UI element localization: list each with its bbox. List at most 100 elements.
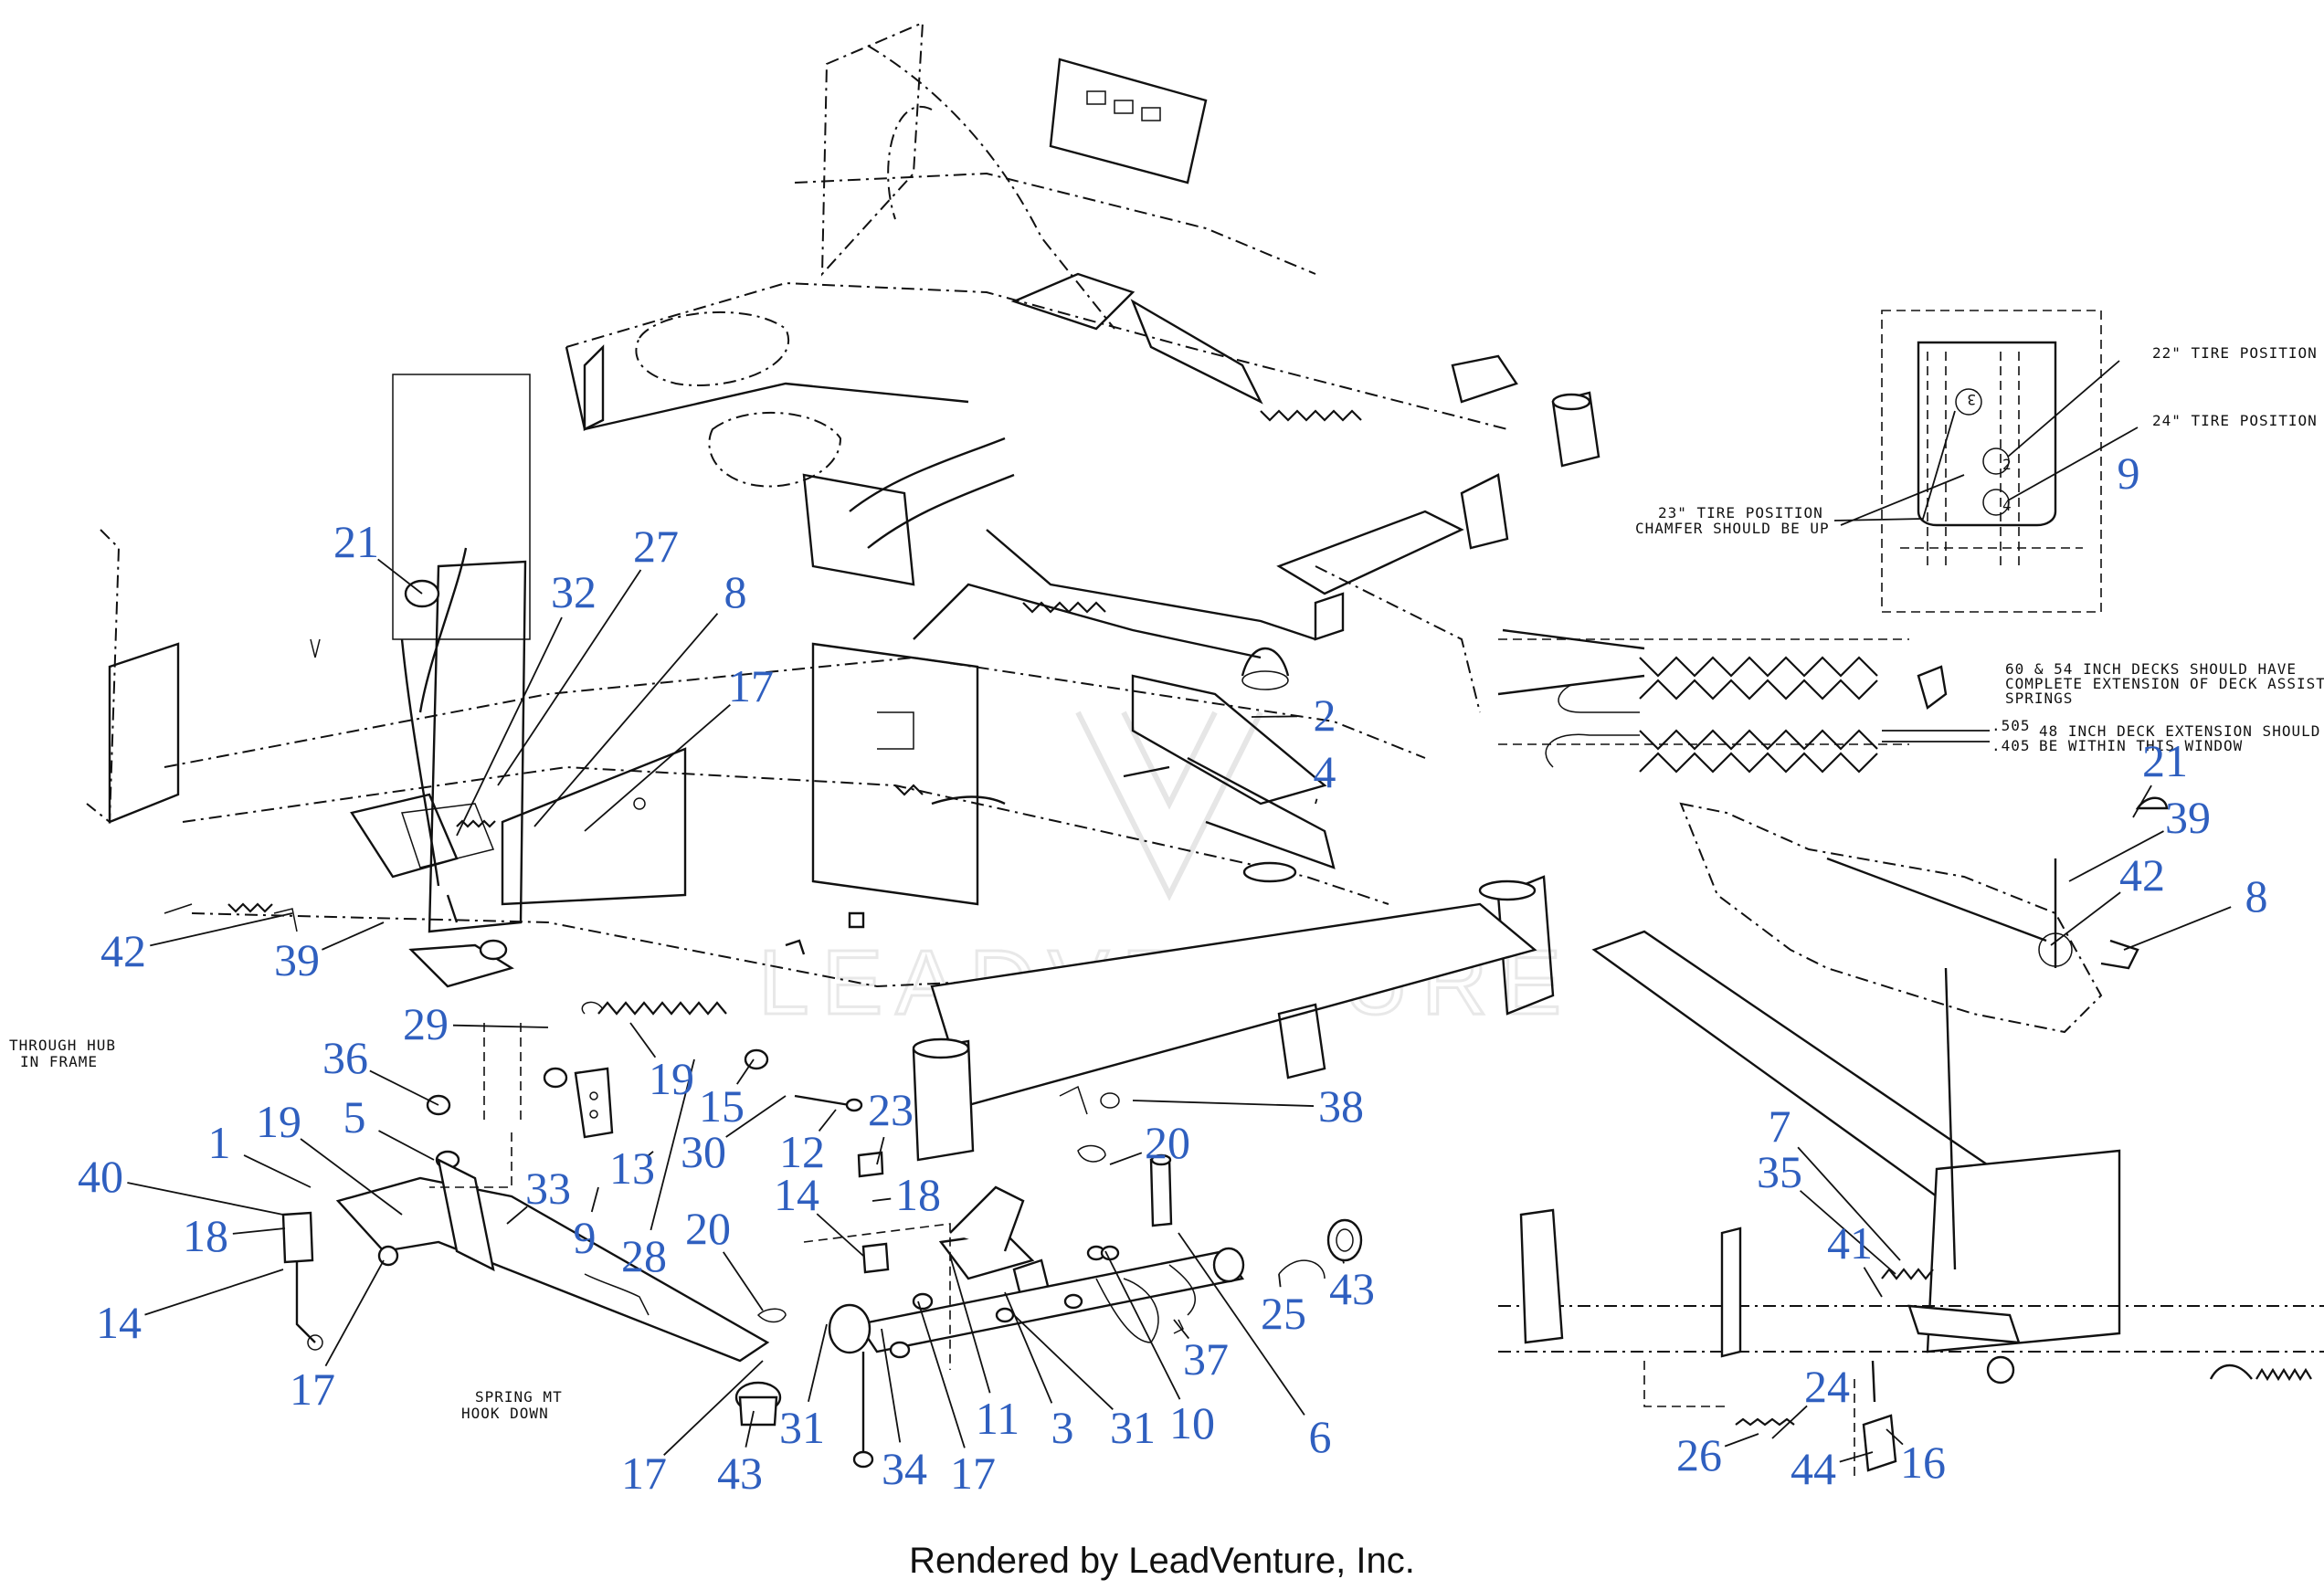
callout-c21a: 21 <box>333 516 379 567</box>
note-deck-60-54: 60 & 54 INCH DECKS SHOULD HAVE <box>2005 660 2297 678</box>
notes: 22" TIRE POSITION 24" TIRE POSITION 23" … <box>9 344 2324 1422</box>
callout-c2: 2 <box>1314 690 1336 741</box>
note-through-hub: THROUGH HUB <box>9 1037 116 1054</box>
leader-c17d <box>663 1360 764 1456</box>
note-deck-48-2: BE WITHIN THIS WINDOW <box>2039 737 2243 754</box>
leader-c34 <box>881 1328 902 1443</box>
leader-c8a <box>533 613 719 827</box>
callout-c9a: 9 <box>574 1212 597 1263</box>
callout-c12: 12 <box>779 1126 825 1177</box>
note-hook-down: HOOK DOWN <box>461 1405 549 1422</box>
leader-c18a <box>232 1227 286 1235</box>
callout-c28: 28 <box>621 1230 667 1281</box>
leader-c4 <box>1315 798 1318 805</box>
callout-c24: 24 <box>1804 1361 1850 1412</box>
callout-c13: 13 <box>609 1142 655 1194</box>
callout-c6: 6 <box>1309 1411 1332 1462</box>
note-tire-23: 23" TIRE POSITION <box>1658 504 1823 521</box>
leader-c25 <box>1278 1273 1282 1288</box>
leader-c36 <box>369 1069 439 1106</box>
callout-c17c: 17 <box>950 1448 996 1499</box>
leader-c19a <box>629 1022 657 1058</box>
leader-c16 <box>1886 1428 1904 1446</box>
leader-c19b <box>300 1138 403 1216</box>
leader-c10 <box>1104 1250 1181 1400</box>
leader-c15 <box>736 1058 755 1085</box>
callout-c4: 4 <box>1314 746 1336 797</box>
note-tire-24: 24" TIRE POSITION <box>2152 412 2318 429</box>
leader-c41 <box>1863 1267 1883 1298</box>
leader-c24 <box>1771 1405 1808 1439</box>
leader-c31a <box>1013 1314 1114 1410</box>
lower-linkage-assembly <box>281 939 1363 1469</box>
callout-c17b: 17 <box>290 1364 335 1415</box>
lift-detail-inset <box>1498 930 2324 1479</box>
leader-c8b <box>2123 906 2232 951</box>
leader-c29 <box>452 1024 549 1028</box>
dim-405: .405 <box>1991 737 2031 754</box>
callout-c3: 3 <box>1051 1402 1074 1453</box>
callout-c8a: 8 <box>724 566 747 617</box>
callout-c26: 26 <box>1676 1429 1722 1480</box>
callout-c31a: 31 <box>1110 1402 1156 1453</box>
leader-c6 <box>1178 1232 1305 1416</box>
callout-c21b: 21 <box>2142 735 2188 786</box>
callout-c11: 11 <box>976 1393 1019 1444</box>
leader-c2 <box>1251 715 1298 718</box>
callout-c5: 5 <box>343 1091 366 1142</box>
leader-c31b <box>808 1323 828 1403</box>
leader-c32 <box>456 616 563 837</box>
leader-c23 <box>876 1136 885 1165</box>
deck-spring-inset <box>1497 628 1990 774</box>
leader-c17b <box>324 1259 385 1367</box>
callout-c39b: 39 <box>2165 792 2211 843</box>
leader-c43b <box>745 1410 755 1448</box>
pedal-detail-inset <box>1679 796 2169 1034</box>
callout-c30: 30 <box>681 1126 726 1177</box>
callout-c25: 25 <box>1261 1288 1306 1339</box>
leader-c1 <box>243 1154 312 1188</box>
callout-c15: 15 <box>699 1080 745 1132</box>
note-deck-48: 48 INCH DECK EXTENSION SHOULD <box>2039 722 2320 740</box>
callout-c18b: 18 <box>895 1169 941 1220</box>
callout-c19a: 19 <box>649 1053 694 1104</box>
callout-c37: 37 <box>1183 1333 1229 1385</box>
callout-c42b: 42 <box>2119 849 2165 900</box>
callout-c44: 44 <box>1791 1443 1836 1494</box>
callout-c14b: 14 <box>774 1169 819 1220</box>
callout-c31b: 31 <box>779 1402 825 1453</box>
leader-c11 <box>949 1255 991 1394</box>
plate-hole-4: 4 <box>2002 497 2012 514</box>
leader-c21a <box>377 558 423 595</box>
leader-c7 <box>1797 1146 1901 1261</box>
leader-c12 <box>818 1109 837 1132</box>
callout-c27: 27 <box>633 521 679 572</box>
leader-c5 <box>378 1130 435 1161</box>
leader-c44 <box>1839 1451 1874 1463</box>
note-spring-mt: SPRING MT <box>475 1388 563 1406</box>
callout-c8b: 8 <box>2245 870 2268 921</box>
leader-c35 <box>1799 1190 1896 1275</box>
leader-c21b <box>2132 784 2152 818</box>
callout-c43b: 43 <box>717 1448 763 1499</box>
note-in-frame: IN FRAME <box>20 1053 98 1070</box>
callout-c19b: 19 <box>256 1096 301 1147</box>
plate-hole-2: 2 <box>2002 456 2012 473</box>
leader-c30 <box>725 1095 787 1138</box>
leader-c33 <box>506 1206 528 1225</box>
leader-c26 <box>1724 1433 1759 1448</box>
upper-frame-assembly <box>565 21 1600 713</box>
leader-c40 <box>127 1182 284 1216</box>
leader-c20b <box>723 1251 764 1311</box>
tire-position-inset <box>1833 310 2139 613</box>
callout-c42a: 42 <box>100 925 146 976</box>
callout-c20a: 20 <box>1145 1117 1190 1168</box>
leader-c43a <box>1342 1259 1345 1264</box>
callout-c7: 7 <box>1769 1100 1791 1152</box>
plate-hole-3: 3 <box>1966 391 1976 408</box>
callout-c14a: 14 <box>96 1297 142 1348</box>
callout-c38: 38 <box>1318 1080 1364 1132</box>
callout-c20b: 20 <box>685 1203 731 1254</box>
